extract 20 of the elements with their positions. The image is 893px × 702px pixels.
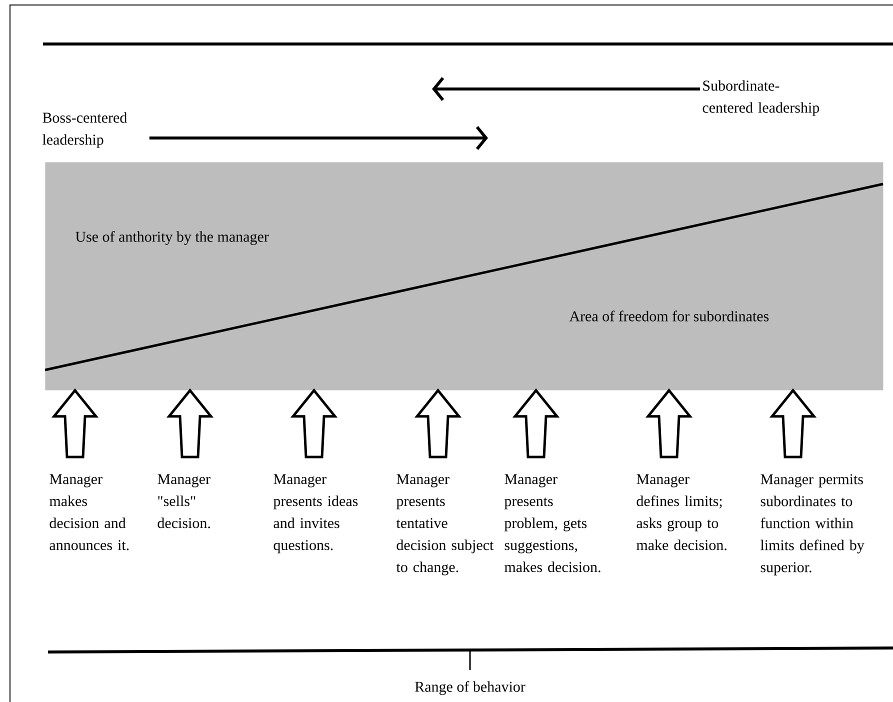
description-text: Manager presents problem, gets suggestions, makes decision. <box>504 474 600 572</box>
block-arrow <box>290 388 338 458</box>
description-text: Manager presents tentative decision subject to change. <box>396 474 494 576</box>
block-arrow <box>512 388 560 458</box>
arrow <box>149 126 488 150</box>
description-text: Manager permits subordinates to function within limits defined by superior. <box>760 474 864 576</box>
block-arrow <box>166 388 214 458</box>
description-text: Manager defines limits; asks group to make decision. <box>636 474 726 550</box>
block-arrow <box>645 388 693 458</box>
leadership-label: Boss-centered leadership <box>42 112 127 148</box>
block-arrow <box>51 388 99 458</box>
description-text: Manager makes decision and announces it. <box>50 474 129 550</box>
axis-label: Range of behavior <box>415 681 526 695</box>
shaded-band: Use of anthority by the manager Area of freedom for subordinates <box>44 162 884 390</box>
block-arrow <box>769 388 817 458</box>
description-text: Manager presents ideas and invites questions. <box>273 474 358 554</box>
block-arrow <box>414 388 462 458</box>
description-text: Manager "sells" decision. <box>158 474 210 528</box>
arrow <box>432 77 700 101</box>
leadership-label: Subordinate-centered leadership <box>702 80 820 116</box>
